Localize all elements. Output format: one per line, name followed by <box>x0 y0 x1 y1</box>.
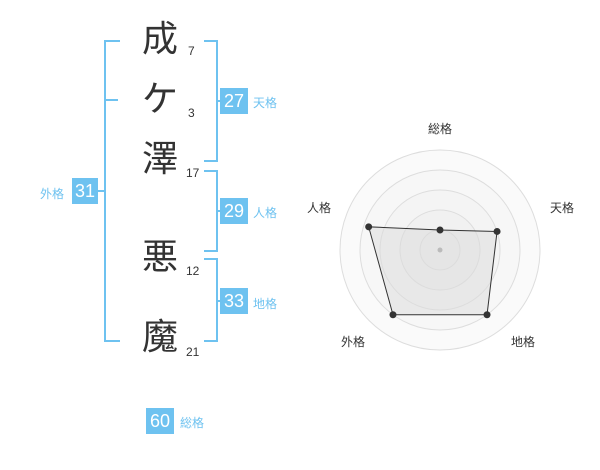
jinkaku-value: 29 <box>220 198 248 224</box>
tenkaku-label: 天格 <box>253 96 278 110</box>
name-char-5: 魔 <box>141 317 178 358</box>
fortune-radar-chart <box>339 149 541 351</box>
radar-axis-label-soukaku: 総格 <box>428 122 453 136</box>
radar-series-polygon <box>368 226 498 316</box>
jinkaku-label: 人格 <box>253 206 278 220</box>
jinkaku-connector <box>216 210 222 212</box>
name-char-1: 成 <box>141 19 178 60</box>
soukaku-value: 60 <box>146 408 174 434</box>
radar-point-4 <box>365 223 373 231</box>
gaikaku-bracket <box>104 40 120 342</box>
gaikaku-label: 外格 <box>40 187 65 201</box>
tenkaku-value: 27 <box>220 88 248 114</box>
radar-point-3 <box>389 311 397 319</box>
name-char-2: ケ <box>141 79 178 120</box>
radar-axis-label-chikaku: 地格 <box>511 335 536 349</box>
tenkaku-connector <box>216 100 222 102</box>
chikaku-connector <box>216 300 222 302</box>
radar-axis-label-tenkaku: 天格 <box>550 201 575 215</box>
chikaku-value: 33 <box>220 288 248 314</box>
stroke-count-5: 21 <box>186 345 200 359</box>
radar-point-1 <box>493 227 501 235</box>
stroke-count-2: 3 <box>188 106 195 120</box>
soukaku-label: 総格 <box>180 416 205 430</box>
radar-point-2 <box>483 311 491 319</box>
radar-axis-label-jinkaku: 人格 <box>307 201 332 215</box>
radar-point-0 <box>436 226 444 234</box>
gaikaku-bracket-connector <box>96 190 106 192</box>
name-char-3: 澤 <box>141 139 178 180</box>
chikaku-label: 地格 <box>253 297 278 311</box>
gaikaku-value: 31 <box>72 178 98 204</box>
stroke-count-3: 17 <box>186 166 200 180</box>
radar-center <box>437 247 443 253</box>
stroke-count-4: 12 <box>186 264 200 278</box>
radar-axis-label-gaikaku: 外格 <box>341 335 366 349</box>
name-char-4: 悪 <box>141 237 178 278</box>
stroke-count-1: 7 <box>188 44 195 58</box>
gaikaku-bracket-tick <box>104 99 118 101</box>
